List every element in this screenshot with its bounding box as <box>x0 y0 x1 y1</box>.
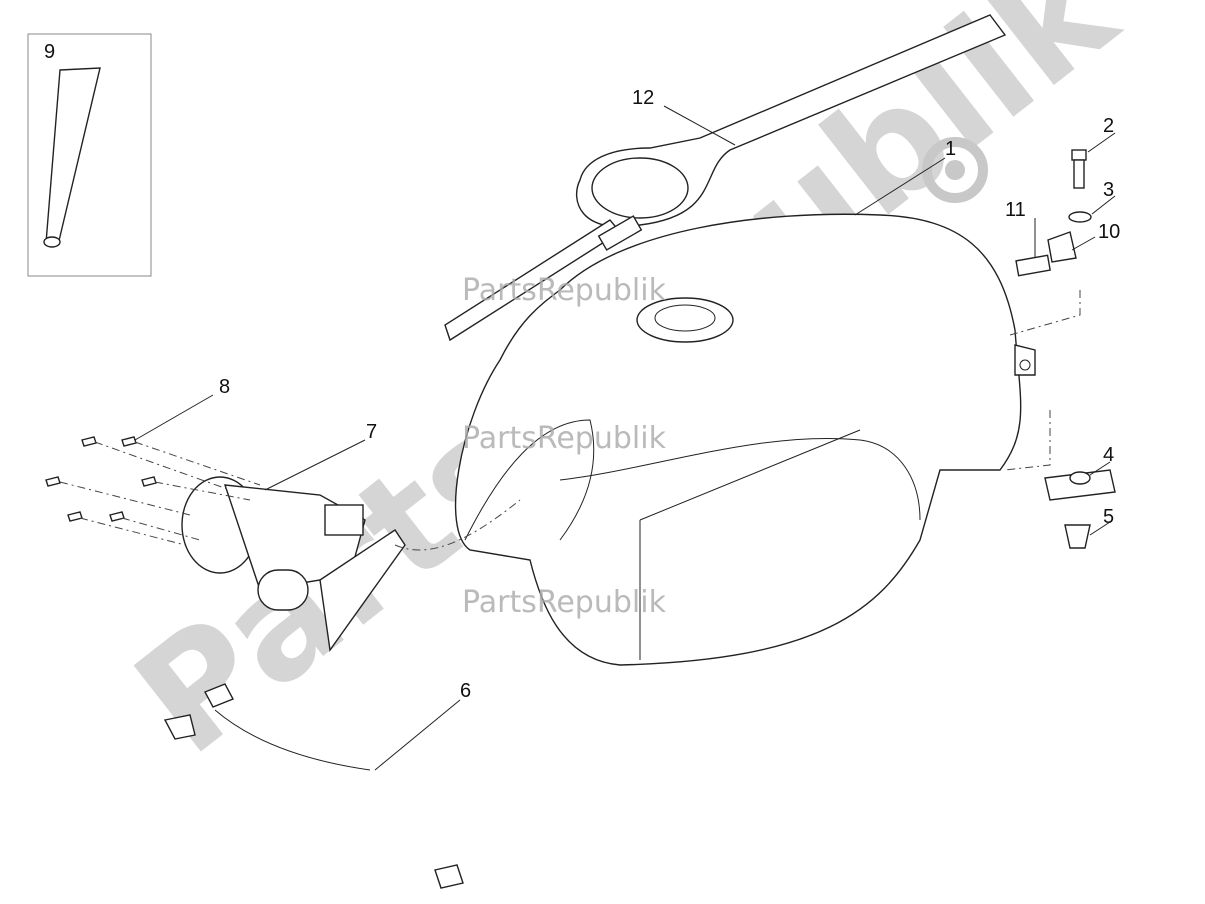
callout-3: 3 <box>1103 179 1114 201</box>
part-9-box <box>27 33 152 277</box>
part-11-pad[interactable] <box>1015 254 1051 277</box>
callout-2: 2 <box>1103 115 1114 137</box>
callout-10: 10 <box>1098 221 1120 243</box>
part-7-fuel-pump[interactable] <box>181 476 406 652</box>
part-3-washer[interactable] <box>1068 211 1092 223</box>
callout-7: 7 <box>366 421 377 443</box>
part-9-tube[interactable] <box>45 67 101 246</box>
callout-1: 1 <box>945 138 956 160</box>
callout-9: 9 <box>44 41 55 63</box>
callout-5: 5 <box>1103 506 1114 528</box>
callout-8: 8 <box>219 376 230 398</box>
callout-4: 4 <box>1103 444 1114 466</box>
part-8-screws[interactable] <box>45 436 157 522</box>
part-2-bolt[interactable] <box>1071 149 1087 189</box>
part-12-strap[interactable] <box>444 14 1007 342</box>
part-6-fuel-hose[interactable] <box>163 683 464 889</box>
leader-lines <box>134 105 1116 771</box>
watermark-small: PartsRepublik PartsRepublik PartsRepubli… <box>462 273 667 620</box>
part-4-nut-clip[interactable] <box>1044 469 1116 501</box>
part-1-fuel-tank[interactable] <box>454 213 1036 666</box>
part-5-grommet[interactable] <box>1064 524 1091 549</box>
callout-11: 11 <box>1005 199 1026 221</box>
callout-6: 6 <box>460 680 471 702</box>
svg-text:PartsRepublik: PartsRepublik <box>462 585 667 620</box>
callout-12: 12 <box>632 87 654 109</box>
svg-text:PartsRepublik: PartsRepublik <box>462 421 667 456</box>
svg-text:PartsRepublik: PartsRepublik <box>462 273 667 308</box>
gear-icon <box>922 137 988 203</box>
callouts: 1 2 3 4 5 6 7 8 9 10 11 12 <box>44 41 1120 702</box>
part-10-clip[interactable] <box>1047 231 1077 263</box>
